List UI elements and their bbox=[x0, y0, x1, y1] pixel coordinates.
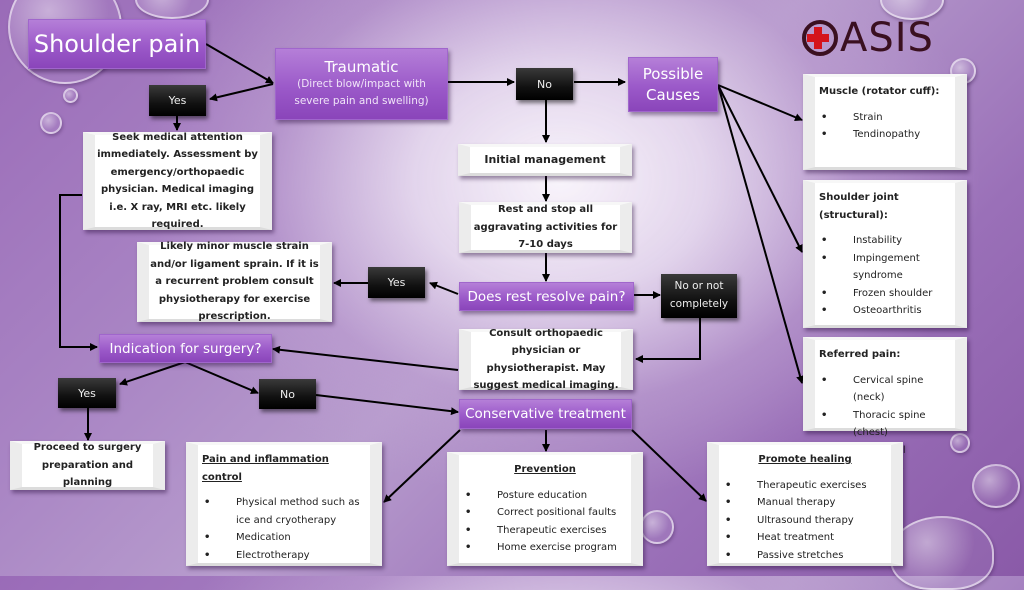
decision-no-traumatic-label: No bbox=[537, 77, 552, 91]
cause-item: Impingement syndrome bbox=[819, 250, 951, 285]
node-does-rest-resolve-label: Does rest resolve pain? bbox=[467, 288, 626, 305]
treatment-heading: Pain and inflammation control bbox=[202, 454, 329, 483]
cause-box-muscle: Muscle (rotator cuff): Strain Tendinopat… bbox=[803, 74, 967, 170]
node-traumatic: Traumatic (Direct blow/impact with sever… bbox=[275, 48, 448, 120]
arrow-no-to-consult bbox=[635, 318, 701, 363]
box-initial-management: Initial management bbox=[458, 144, 632, 176]
arrow-question-to-yes bbox=[429, 281, 459, 295]
cause-item: Tendinopathy bbox=[819, 126, 920, 144]
logo-text: ASIS bbox=[840, 15, 934, 61]
box-consult-text: Consult orthopaedic physician or physiot… bbox=[473, 327, 619, 392]
cause-heading: Shoulder joint (structural): bbox=[819, 192, 899, 221]
box-proceed-surgery-text: Proceed to surgery preparation and plann… bbox=[33, 442, 142, 489]
node-indication-surgery: Indication for surgery? bbox=[99, 334, 272, 363]
decision-no-rest-label: No or not completely bbox=[669, 280, 729, 310]
cause-item: Cervical spine (neck) bbox=[819, 372, 951, 407]
treatment-item: Heat treatment bbox=[723, 529, 867, 547]
arrow-no-to-conservative bbox=[315, 394, 459, 416]
box-rest-text: Rest and stop all aggravating activities… bbox=[473, 204, 618, 251]
arrow-causes-to-muscle bbox=[717, 84, 803, 121]
decision-yes-rest-label: Yes bbox=[387, 276, 406, 289]
arrow-conservative-to-healing bbox=[631, 429, 707, 502]
cause-list: Instability Impingement syndrome Frozen … bbox=[819, 232, 951, 320]
treatment-item: Medication bbox=[202, 529, 366, 547]
node-traumatic-title: Traumatic bbox=[324, 58, 399, 77]
arrow-surgery-to-yes bbox=[119, 361, 186, 386]
arrow-shoulder-to-traumatic bbox=[205, 43, 274, 84]
treatment-list: Therapeutic exercises Manual therapy Ult… bbox=[723, 477, 867, 565]
treatment-item: Ultrasound therapy bbox=[723, 512, 867, 530]
box-consult: Consult orthopaedic physician or physiot… bbox=[459, 328, 633, 391]
cause-heading: Referred pain: bbox=[819, 349, 901, 360]
oasis-logo: ASIS bbox=[802, 14, 934, 62]
node-does-rest-resolve: Does rest resolve pain? bbox=[459, 282, 634, 311]
cause-item: Thoracic spine (chest) bbox=[819, 407, 951, 442]
cause-box-shoulder-joint: Shoulder joint (structural): Instability… bbox=[803, 180, 967, 328]
water-drop-decoration bbox=[950, 433, 970, 453]
node-possible-causes-label: Possible Causes bbox=[642, 65, 704, 104]
treatment-list: Physical method such as ice and cryother… bbox=[202, 494, 366, 564]
decision-no-traumatic: No bbox=[516, 68, 573, 100]
arrow-causes-to-joint bbox=[717, 84, 803, 253]
red-cross-o-icon bbox=[802, 20, 838, 56]
water-drop-decoration bbox=[972, 464, 1020, 508]
arrow-surgery-to-no bbox=[184, 361, 259, 394]
treatment-box-pain-control: Pain and inflammation control Physical m… bbox=[186, 442, 382, 566]
box-proceed-surgery: Proceed to surgery preparation and plann… bbox=[10, 441, 165, 490]
arrow-traumatic-to-yes bbox=[209, 83, 274, 102]
treatment-item: Manual therapy bbox=[723, 494, 867, 512]
flowchart-canvas: ASIS Shoulder pain Traumatic (Direct blo… bbox=[0, 0, 1024, 576]
treatment-box-prevention: Prevention Posture education Correct pos… bbox=[447, 452, 643, 566]
decision-yes-rest: Yes bbox=[368, 267, 425, 298]
cause-heading: Muscle (rotator cuff): bbox=[819, 86, 940, 97]
node-shoulder-pain: Shoulder pain bbox=[28, 19, 206, 69]
decision-no-surgery: No bbox=[259, 379, 316, 409]
node-indication-surgery-label: Indication for surgery? bbox=[109, 340, 262, 357]
cause-item: Instability bbox=[819, 232, 951, 250]
water-drop-decoration bbox=[640, 510, 674, 544]
arrow-consult-to-surgery bbox=[272, 345, 459, 371]
treatment-list: Posture education Correct positional fau… bbox=[463, 487, 617, 557]
node-possible-causes: Possible Causes bbox=[628, 57, 718, 112]
treatment-heading: Prevention bbox=[514, 464, 576, 475]
cause-item: Osteoarthritis bbox=[819, 302, 951, 320]
treatment-item: Therapeutic exercises bbox=[723, 477, 867, 495]
treatment-item: Home exercise program bbox=[463, 539, 617, 557]
cause-list: Strain Tendinopathy bbox=[819, 109, 920, 144]
water-drop-decoration bbox=[890, 516, 994, 590]
treatment-item: Correct positional faults bbox=[463, 504, 617, 522]
node-shoulder-pain-label: Shoulder pain bbox=[33, 30, 201, 58]
box-seek-medical: Seek medical attention immediately. Asse… bbox=[83, 132, 272, 230]
decision-no-surgery-label: No bbox=[280, 387, 295, 401]
water-drop-decoration bbox=[40, 112, 62, 134]
decision-yes-surgery-label: Yes bbox=[78, 386, 96, 400]
treatment-item: Therapeutic exercises bbox=[463, 522, 617, 540]
node-conservative-treatment: Conservative treatment bbox=[459, 399, 632, 429]
treatment-item: Electrotherapy bbox=[202, 547, 366, 565]
box-minor-strain-text: Likely minor muscle strain and/or ligame… bbox=[150, 241, 319, 323]
water-drop-decoration bbox=[135, 0, 209, 19]
box-minor-strain: Likely minor muscle strain and/or ligame… bbox=[137, 241, 332, 322]
decision-yes-surgery: Yes bbox=[58, 378, 116, 408]
treatment-item: Physical method such as ice and cryother… bbox=[202, 494, 366, 529]
box-rest: Rest and stop all aggravating activities… bbox=[459, 202, 632, 253]
cause-item: Strain bbox=[819, 109, 920, 127]
treatment-item: Passive stretches bbox=[723, 547, 867, 565]
decision-yes-traumatic: Yes bbox=[149, 85, 206, 116]
treatment-item: Posture education bbox=[463, 487, 617, 505]
treatment-heading: Promote healing bbox=[758, 454, 852, 465]
water-drop-decoration bbox=[63, 88, 78, 103]
node-conservative-treatment-label: Conservative treatment bbox=[465, 406, 626, 422]
cause-item: Frozen shoulder bbox=[819, 285, 951, 303]
cause-box-referred-pain: Referred pain: Cervical spine (neck) Tho… bbox=[803, 337, 967, 473]
box-initial-management-text: Initial management bbox=[484, 153, 606, 167]
decision-yes-traumatic-label: Yes bbox=[168, 94, 187, 107]
decision-no-rest: No or not completely bbox=[661, 274, 737, 318]
box-seek-medical-text: Seek medical attention immediately. Asse… bbox=[97, 131, 258, 231]
arrow-causes-to-referred bbox=[717, 84, 804, 384]
treatment-box-promote-healing: Promote healing Therapeutic exercises Ma… bbox=[707, 442, 903, 566]
node-traumatic-subtitle: (Direct blow/impact with severe pain and… bbox=[294, 78, 429, 107]
